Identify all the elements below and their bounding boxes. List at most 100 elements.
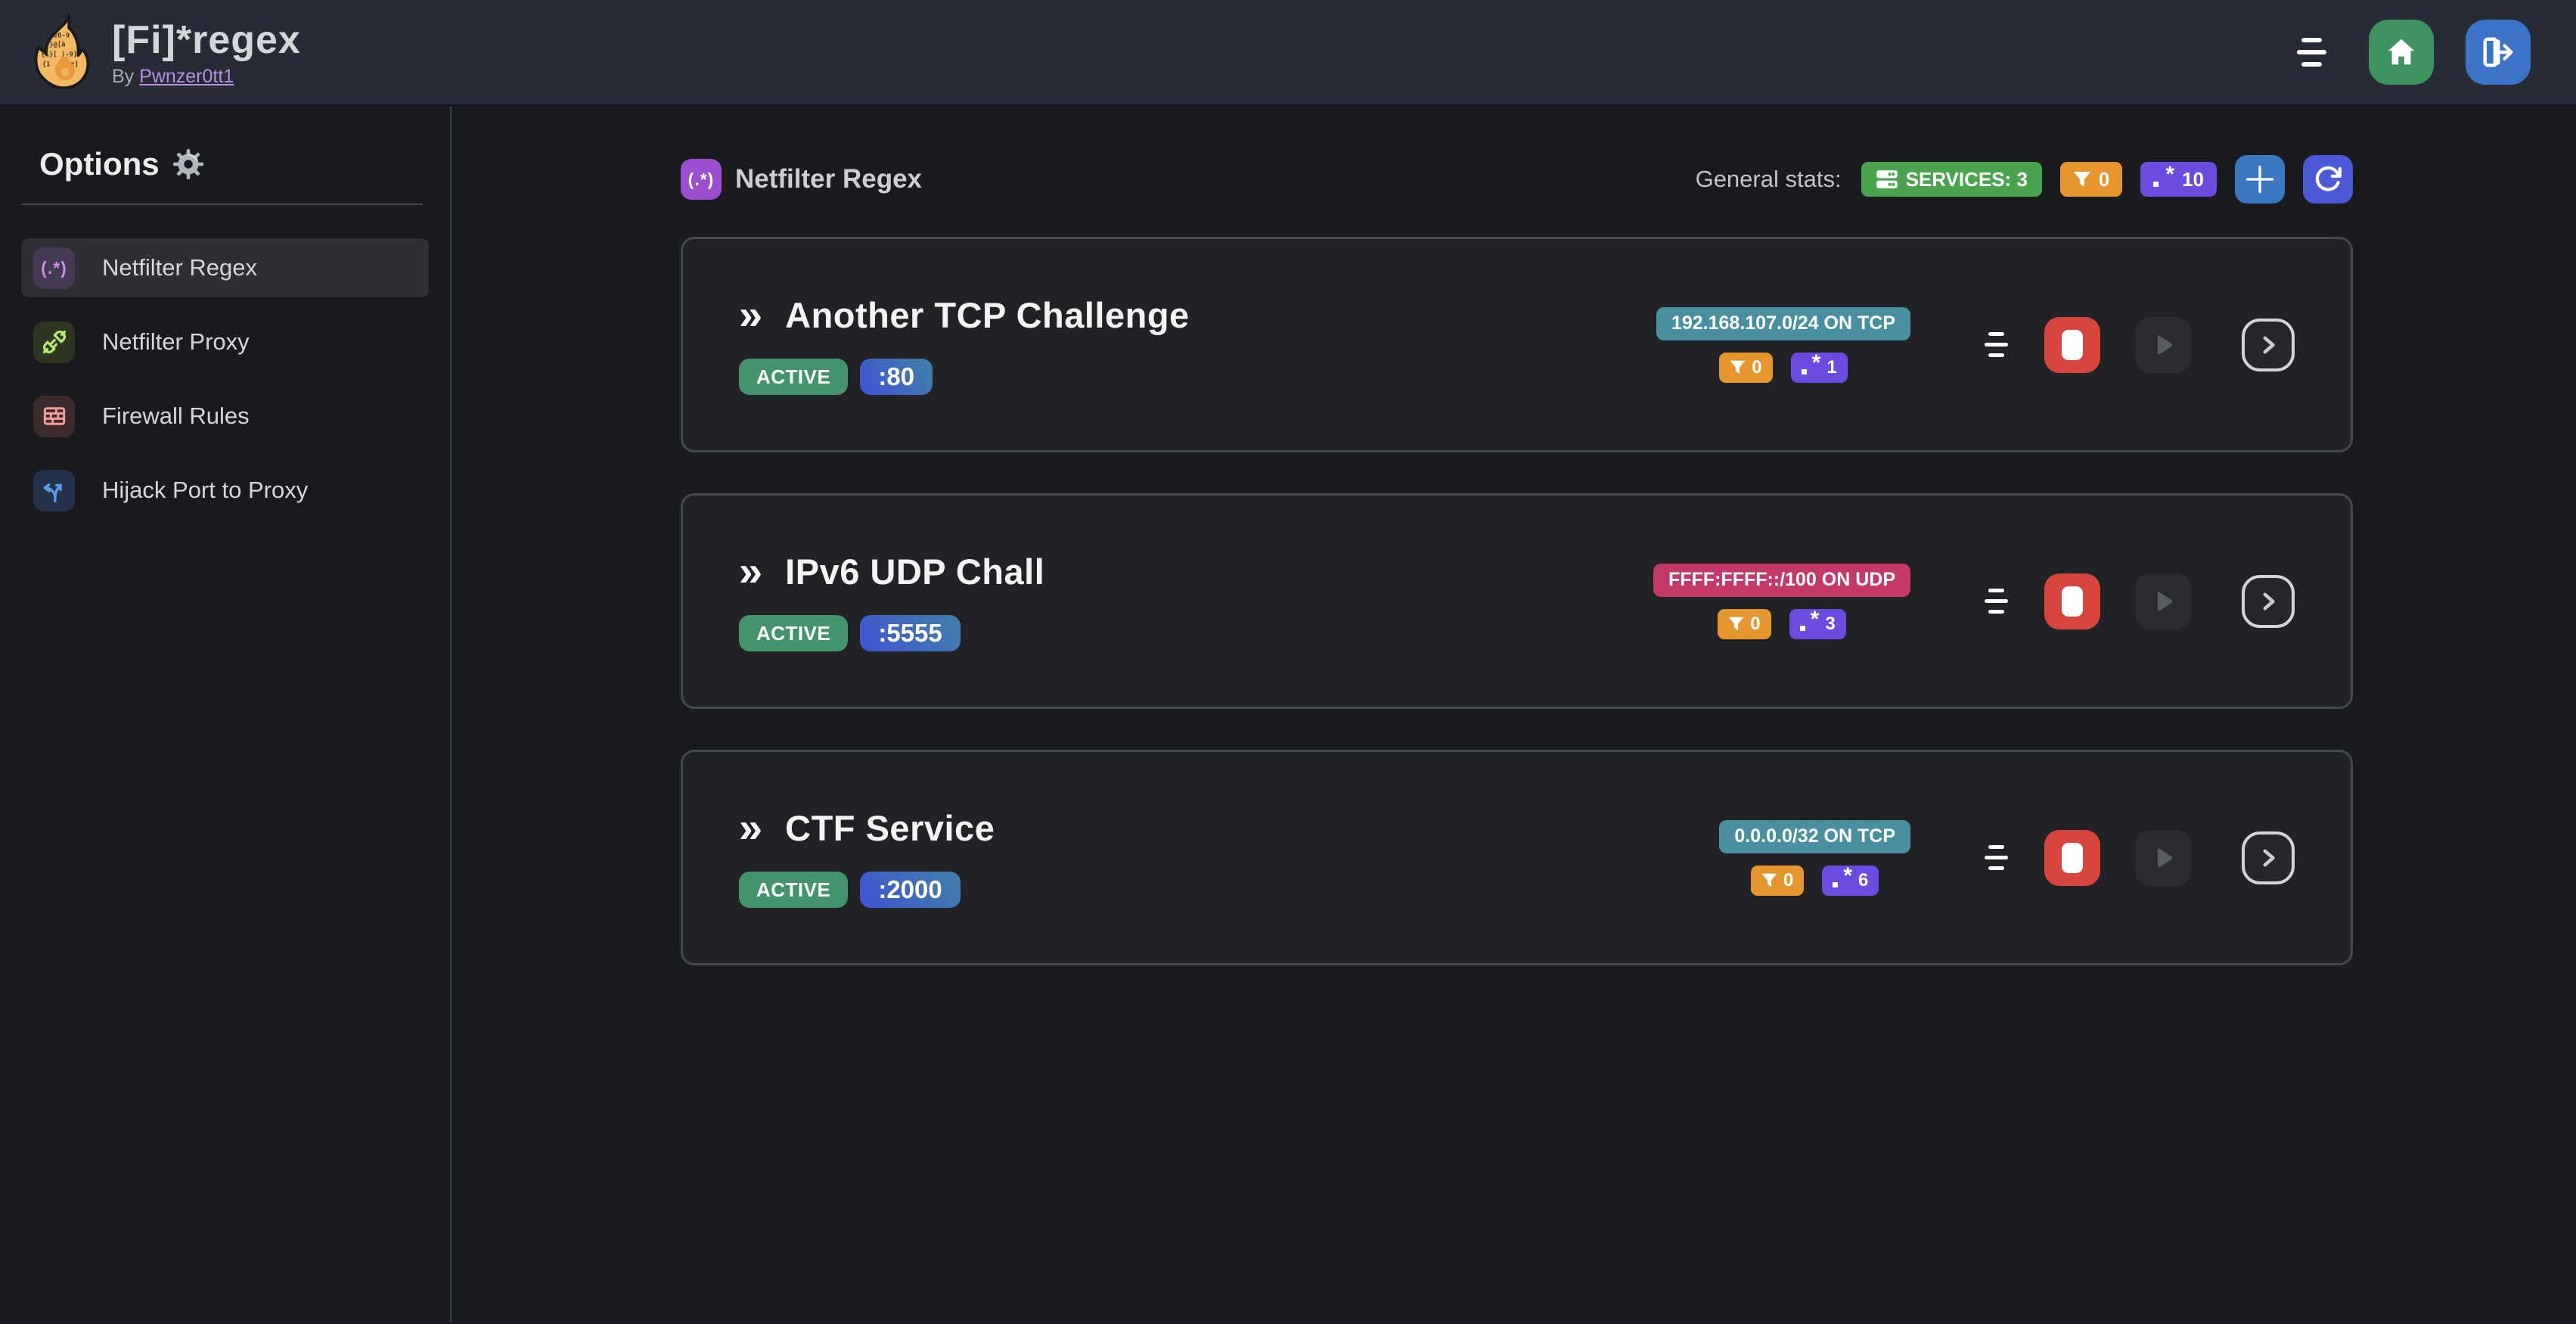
details-lines-icon[interactable]: [1985, 845, 2008, 870]
regex-icon: (.*): [33, 247, 75, 289]
home-icon: [2388, 39, 2415, 65]
section-title: Netfilter Regex: [735, 164, 923, 194]
chevron-right-icon: [2263, 592, 2275, 610]
regex-dot-icon: [1833, 882, 1839, 887]
header-actions: [2297, 20, 2531, 85]
regexes-count-label: 10: [2182, 167, 2204, 191]
options-heading-label: Options: [39, 146, 160, 182]
service-info: » IPv6 UDP Chall ACTIVE :5555: [739, 547, 1653, 651]
details-lines-icon[interactable]: [1985, 332, 2008, 357]
general-stats: General stats: SERVICES: 3: [1696, 155, 2353, 204]
service-actions: 0.0.0.0/32 ON TCP 0 * 6: [1719, 819, 2295, 896]
services-count-badge: SERVICES: 3: [1861, 162, 2042, 197]
port-badge: :2000: [860, 872, 961, 908]
stop-icon: [2062, 586, 2083, 617]
stop-icon: [2062, 329, 2083, 360]
brand: -z0-9 0}@[ä {1}[ )-9] {1 ~ z] [Fi]*regex…: [29, 11, 301, 94]
service-card: » IPv6 UDP Chall ACTIVE :5555 FFFF:FFFF:…: [681, 493, 2353, 709]
open-service-button[interactable]: [2242, 318, 2295, 371]
funnel-icon: [2073, 172, 2091, 187]
stats-label: General stats:: [1695, 166, 1842, 192]
filters-count-badge: 0: [1750, 865, 1805, 896]
regexes-count-badge: * 10: [2140, 162, 2217, 197]
sidebar-item-label: Netfilter Regex: [102, 254, 258, 281]
svg-text:{1}[ )-9]: {1}[ )-9]: [41, 51, 77, 59]
network-badge: 192.168.107.0/24 ON TCP: [1656, 306, 1910, 340]
filters-count-badge: 0: [1719, 352, 1773, 383]
byline: By Pwnzer0tt1: [112, 66, 301, 88]
section-regex-icon: (.*): [681, 159, 722, 200]
split-arrows-icon: [33, 469, 75, 511]
byline-prefix: By: [112, 65, 135, 87]
service-actions: 192.168.107.0/24 ON TCP 0 * 1: [1656, 306, 2295, 383]
server-icon: [1876, 170, 1898, 188]
network-badge: FFFF:FFFF::/100 ON UDP: [1653, 563, 1910, 597]
home-button[interactable]: [2369, 20, 2434, 85]
funnel-icon: [1728, 617, 1744, 631]
svg-text:0}@[ä: 0}@[ä: [45, 42, 66, 49]
play-button[interactable]: [2135, 573, 2191, 629]
service-name: CTF Service: [785, 808, 995, 848]
refresh-button[interactable]: [2303, 155, 2353, 204]
filters-count-label: 0: [2098, 167, 2110, 191]
network-stats: 192.168.107.0/24 ON TCP 0 * 1: [1656, 306, 1910, 383]
stop-button[interactable]: [2044, 316, 2100, 373]
sidebar-item-netfilter-proxy[interactable]: Netfilter Proxy: [21, 312, 429, 371]
regexes-count-badge: * 3: [1789, 608, 1846, 639]
play-icon: [2157, 592, 2173, 611]
service-card: » Another TCP Challenge ACTIVE :80 192.1…: [681, 237, 2353, 452]
gear-icon: [172, 148, 203, 180]
regexes-count-label: 1: [1826, 356, 1837, 378]
service-info: » Another TCP Challenge ACTIVE :80: [739, 294, 1656, 395]
filters-count-label: 0: [1783, 869, 1794, 890]
brand-text: [Fi]*regex By Pwnzer0tt1: [112, 17, 301, 88]
regex-dot-icon: [1801, 369, 1807, 375]
play-button[interactable]: [2135, 829, 2191, 886]
sidebar-item-label: Hijack Port to Proxy: [102, 477, 309, 503]
sidebar: Options (.*): [0, 107, 452, 1322]
filters-count-label: 0: [1750, 613, 1761, 634]
service-actions: FFFF:FFFF::/100 ON UDP 0 * 3: [1653, 563, 2295, 639]
sidebar-item-label: Netfilter Proxy: [102, 328, 250, 355]
logout-button[interactable]: [2466, 20, 2531, 85]
filters-count-badge: 0: [1718, 608, 1771, 639]
play-button[interactable]: [2135, 316, 2191, 373]
service-list: » Another TCP Challenge ACTIVE :80 192.1…: [681, 237, 2353, 965]
sidebar-divider: [21, 204, 423, 205]
add-service-button[interactable]: [2235, 155, 2285, 204]
svg-text:-z0-9: -z0-9: [49, 33, 70, 40]
open-service-button[interactable]: [2242, 574, 2295, 628]
sidebar-nav: (.*) Netfilter Regex Netfilter Proxy: [0, 238, 450, 520]
double-chevron-icon: »: [739, 291, 763, 339]
double-chevron-icon: »: [739, 803, 763, 852]
filters-count-badge: 0: [2059, 162, 2123, 197]
regexes-count-badge: * 6: [1822, 864, 1879, 896]
plug-icon: [33, 321, 75, 363]
regex-dot-icon: [2153, 181, 2159, 187]
main-header: (.*) Netfilter Regex General stats:: [681, 155, 2353, 204]
open-service-button[interactable]: [2242, 831, 2295, 884]
play-icon: [2157, 335, 2173, 354]
sidebar-item-firewall-rules[interactable]: Firewall Rules: [21, 387, 429, 446]
play-icon: [2157, 848, 2173, 867]
double-chevron-icon: »: [739, 547, 763, 595]
service-name: IPv6 UDP Chall: [785, 552, 1045, 592]
flame-logo-icon: -z0-9 0}@[ä {1}[ )-9] {1 ~ z]: [34, 14, 90, 90]
regexes-count-label: 6: [1858, 869, 1869, 890]
app-header: -z0-9 0}@[ä {1}[ )-9] {1 ~ z] [Fi]*regex…: [0, 0, 2576, 107]
status-badge: ACTIVE: [739, 872, 849, 908]
services-count-label: SERVICES: 3: [1905, 167, 2028, 191]
stop-button[interactable]: [2044, 573, 2100, 629]
status-badge: ACTIVE: [739, 359, 849, 395]
sidebar-item-netfilter-regex[interactable]: (.*) Netfilter Regex: [21, 238, 429, 297]
author-link[interactable]: Pwnzer0tt1: [139, 65, 234, 87]
app-title: [Fi]*regex: [112, 17, 301, 62]
sidebar-item-hijack-port-to-proxy[interactable]: Hijack Port to Proxy: [21, 461, 429, 520]
main-content: (.*) Netfilter Regex General stats:: [452, 107, 2576, 1322]
stop-button[interactable]: [2044, 829, 2100, 886]
regex-dot-icon: [1799, 626, 1805, 631]
status-badge: ACTIVE: [739, 615, 849, 651]
filters-count-label: 0: [1752, 356, 1762, 378]
details-lines-icon[interactable]: [1985, 589, 2008, 614]
menu-icon[interactable]: [2297, 38, 2326, 67]
